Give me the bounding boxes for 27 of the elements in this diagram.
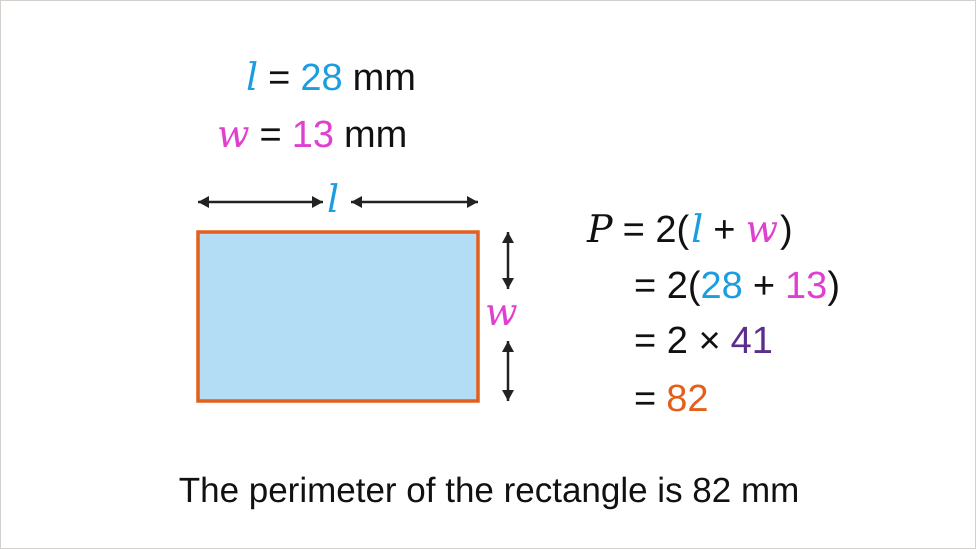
formula-text: = 2 × xyxy=(634,320,721,362)
formula-text: mm xyxy=(344,114,408,156)
formula-text: 28 xyxy=(700,265,743,307)
formula-text: mm xyxy=(352,57,416,99)
variable-label: w xyxy=(485,290,518,334)
formula-text: 41 xyxy=(730,320,773,362)
variable-label: l xyxy=(246,55,258,99)
formula-text: = xyxy=(634,378,656,420)
formula-text: + xyxy=(713,209,736,251)
formula-text: 82 xyxy=(666,378,708,420)
formula-text: = xyxy=(268,57,290,99)
formula-text: ) xyxy=(827,265,840,307)
formula-text: 28 xyxy=(300,57,343,99)
variable-label: l xyxy=(327,177,340,221)
formula-text: + xyxy=(752,265,776,307)
formula-text: = 2( xyxy=(622,209,690,251)
formula-text: = xyxy=(260,114,282,156)
variable-label: w xyxy=(217,112,250,156)
variable-label: w xyxy=(745,207,778,251)
formula-text: 13 xyxy=(785,265,828,307)
variable-label: l xyxy=(691,207,704,251)
caption-text: The perimeter of the rectangle is 82 mm xyxy=(178,471,800,510)
formula-text: 13 xyxy=(292,114,334,156)
variable-label: P xyxy=(587,207,613,251)
formula-text: ) xyxy=(780,209,793,251)
rectangle-shape xyxy=(196,230,480,403)
formula-text: = 2( xyxy=(634,265,701,307)
